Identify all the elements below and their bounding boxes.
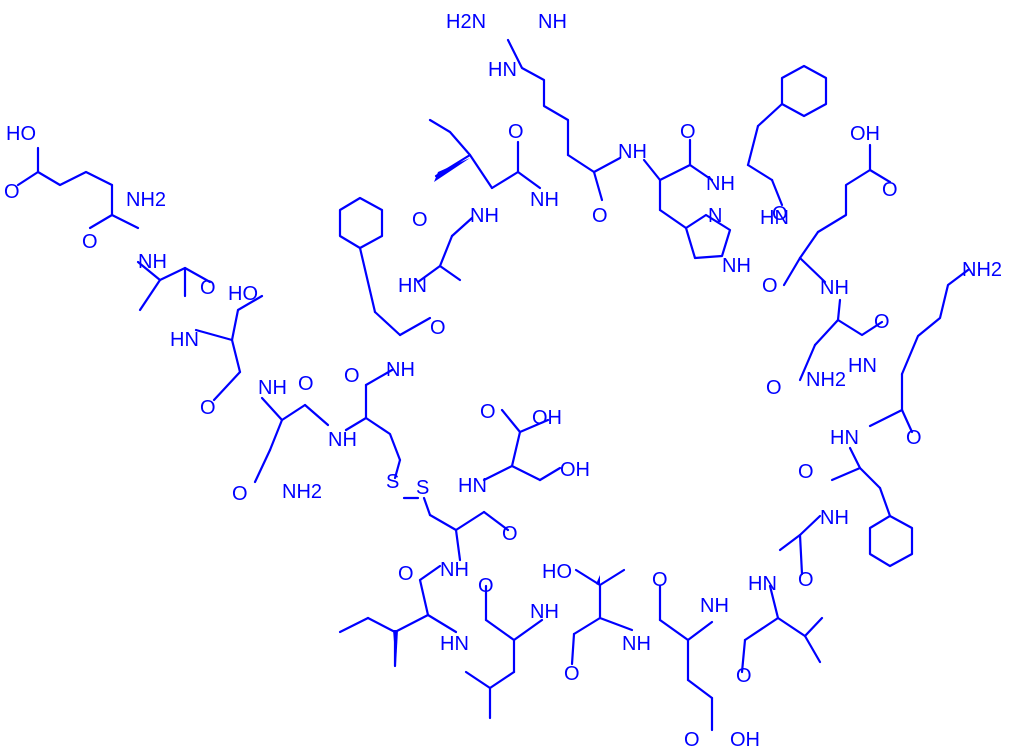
cys22-nh-label: NH [440,559,469,581]
ala2-co-label: O [200,277,216,299]
thr19-ho-label: HO [542,561,572,583]
ala16-nh-label: NH [820,507,849,529]
glu1-oh-label: HO [6,123,36,145]
asn13-nh-label: NH [820,277,849,299]
glu1-nh2-label: NH2 [126,189,166,211]
atom-labels: H2N NH HN HO O NH2 O NH O HN HO O NH O O… [4,11,1002,750]
ala2-nh-label: NH [138,251,167,273]
asn13-o-label: O [874,311,890,333]
disulfide-s1-label: S [386,471,399,493]
phe6-o-label: O [430,317,446,339]
asn4-o-label: O [298,373,314,395]
his10-nh-label: NH [618,141,647,163]
ser23-o-label: O [480,401,496,423]
ala7-o-label: O [412,209,428,231]
ser23-oh-label: OH [560,459,590,481]
phe11-nh-label: NH [706,173,735,195]
disulfide-s2-label: S [416,477,429,499]
leu20-o-label: O [478,575,494,597]
glu18-oh-label: OH [730,729,760,750]
cys22-o-label: O [502,523,518,545]
thr19-o-label: O [564,663,580,685]
his10-o-label: O [680,121,696,143]
ala7-hn-label: HN [398,275,427,297]
glu18-o-label: O [652,569,668,591]
ser23-cooh-label: OH [532,407,562,429]
phe15-o-label: O [798,461,814,483]
asn4-side-o-label: O [232,483,248,505]
ser3-hn-label: HN [170,329,199,351]
asn13-side-o-label: O [766,377,782,399]
lys14-o-label: O [906,427,922,449]
ile8-nh-label: NH [470,205,499,227]
lys14-hn-label: HN [848,355,877,377]
bonds [16,38,970,732]
ser3-o-label: O [200,397,216,419]
phe6-nh-label: NH [386,359,415,381]
arg9-o-label: O [592,205,608,227]
glu12-hn-label: HN [760,207,789,229]
val17-hn-label: HN [748,573,777,595]
leu20-nh-label: NH [530,601,559,623]
his10-ring-nh-label: NH [722,255,751,277]
glu18-o2-label: O [684,729,700,750]
asn4-nh2-label: NH2 [282,481,322,503]
guanidine-nh-label: NH [538,11,567,33]
cys5-nh-label: NH [328,429,357,451]
glu12-o-label: O [882,179,898,201]
asn4-nh-label: NH [258,377,287,399]
glu1-o-label: O [4,181,20,203]
ile21-hn-label: HN [440,633,469,655]
phe15-hn-label: HN [830,427,859,449]
val17-o-label: O [736,665,752,687]
glu12-bo-label: O [762,275,778,297]
ala16-o-label: O [798,569,814,591]
glu18-nh-label: NH [700,595,729,617]
ile21-o-label: O [398,563,414,585]
his10-n-label: N [708,205,722,227]
ala2-o-label: O [82,231,98,253]
glu12-oh-label: OH [850,123,880,145]
cys5-o-label: O [344,365,360,387]
phe11-o-label: O [772,203,788,225]
lys14-nh2-label: NH2 [962,259,1002,281]
ser23-hn-label: HN [458,475,487,497]
asn13-nh2-label: NH2 [806,369,846,391]
thr19-nh-label: NH [622,633,651,655]
guanidine-h2n-label: H2N [446,11,486,33]
stereo-wedges [393,158,600,666]
ser3-ho-label: HO [228,283,258,305]
guanidine-hn-label: HN [488,59,517,81]
arg9-nh-label: NH [530,189,559,211]
ile8-o-label: O [508,121,524,143]
